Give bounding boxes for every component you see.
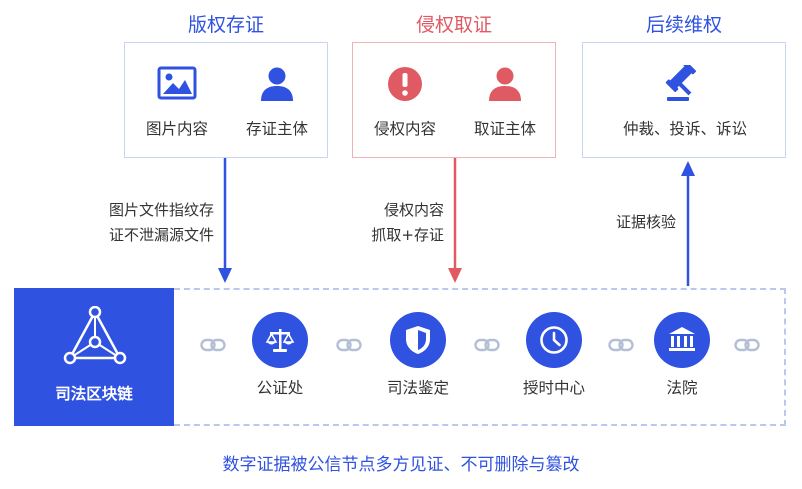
arrow-down-copyright [218, 158, 232, 283]
link-icon [474, 338, 500, 352]
item-arbitration: 仲裁、投诉、诉讼 [585, 65, 785, 139]
judicial-blockchain-block: 司法区块链 [14, 288, 174, 426]
link-icon [200, 338, 226, 352]
node-forensic: 司法鉴定 [358, 312, 478, 398]
courthouse-icon [669, 327, 695, 351]
gavel-icon [665, 65, 697, 101]
item-storage-subject: 存证主体 [227, 65, 327, 139]
stage-box-rights: 仲裁、投诉、诉讼 [582, 42, 786, 158]
node-notary: 公证处 [220, 312, 340, 398]
image-icon [157, 66, 197, 100]
node-label: 司法鉴定 [386, 379, 449, 397]
stage-box-infringement: 侵权内容 取证主体 [352, 42, 556, 158]
stage-title-infringement: 侵权取证 [415, 14, 492, 36]
node-label: 法院 [666, 379, 698, 397]
item-label: 图片内容 [145, 120, 208, 138]
item-label: 取证主体 [473, 120, 536, 138]
stage-title-rights: 后续维权 [645, 14, 722, 36]
shield-icon [406, 326, 430, 354]
clock-icon [540, 326, 568, 354]
node-label: 公证处 [256, 379, 304, 397]
item-label: 侵权内容 [373, 120, 436, 138]
item-evidence-subject: 取证主体 [455, 65, 555, 139]
user-icon [489, 67, 521, 101]
alert-icon [388, 67, 422, 101]
item-label: 仲裁、投诉、诉讼 [622, 120, 747, 138]
item-label: 存证主体 [245, 120, 308, 138]
arrow-up-rights [681, 161, 695, 286]
flow-label-infringement: 侵权内容 抓取+存证 [371, 201, 444, 244]
stage-title-copyright: 版权存证 [187, 14, 264, 36]
stage-box-copyright: 图片内容 存证主体 [124, 42, 328, 158]
link-icon [336, 338, 362, 352]
user-icon [261, 67, 293, 101]
footer-caption: 数字证据被公信节点多方见证、不可删除与篡改 [222, 455, 580, 475]
blockchain-network-icon [63, 306, 127, 365]
judicial-blockchain-label: 司法区块链 [55, 385, 133, 403]
link-icon [734, 338, 760, 352]
arrow-down-infringement [448, 158, 462, 283]
scale-icon [265, 329, 295, 352]
witness-nodes-area [174, 288, 786, 426]
item-infringing-content: 侵权内容 [355, 65, 455, 139]
node-time-center: 授时中心 [494, 312, 614, 398]
link-icon [608, 338, 634, 352]
item-image-content: 图片内容 [127, 65, 227, 139]
flow-label-verification: 证据核验 [615, 213, 676, 231]
node-label: 授时中心 [522, 379, 585, 397]
flow-label-copyright: 图片文件指纹存 证不泄漏源文件 [108, 201, 214, 244]
node-court: 法院 [622, 312, 742, 398]
